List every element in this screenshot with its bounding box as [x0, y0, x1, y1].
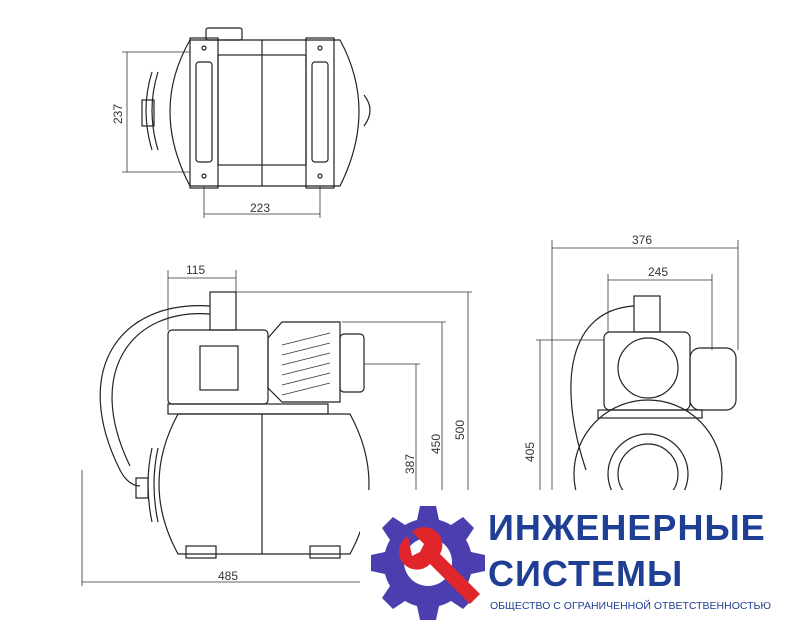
logo-title-line2: СИСТЕМЫ [488, 553, 684, 594]
dim-223: 223 [250, 201, 270, 215]
dim-237: 237 [111, 104, 125, 124]
dim-376: 376 [632, 233, 652, 247]
dim-245: 245 [648, 265, 668, 279]
dim-405: 405 [523, 442, 537, 462]
gear-wrench-logo-icon [371, 506, 485, 620]
wrench-icon [398, 527, 480, 604]
dim-115: 115 [186, 263, 205, 277]
top-view [122, 27, 371, 218]
side-view [536, 240, 739, 549]
logo-title-line1: ИНЖЕНЕРНЫЕ [488, 507, 766, 548]
dim-387: 387 [403, 454, 417, 474]
dim-485: 485 [218, 569, 238, 583]
logo-subtitle: ОБЩЕСТВО С ОГРАНИЧЕННОЙ ОТВЕТСТВЕННОСТЬЮ [490, 600, 772, 612]
dim-500: 500 [453, 420, 467, 440]
front-view [81, 270, 472, 586]
dim-450: 450 [429, 434, 443, 454]
